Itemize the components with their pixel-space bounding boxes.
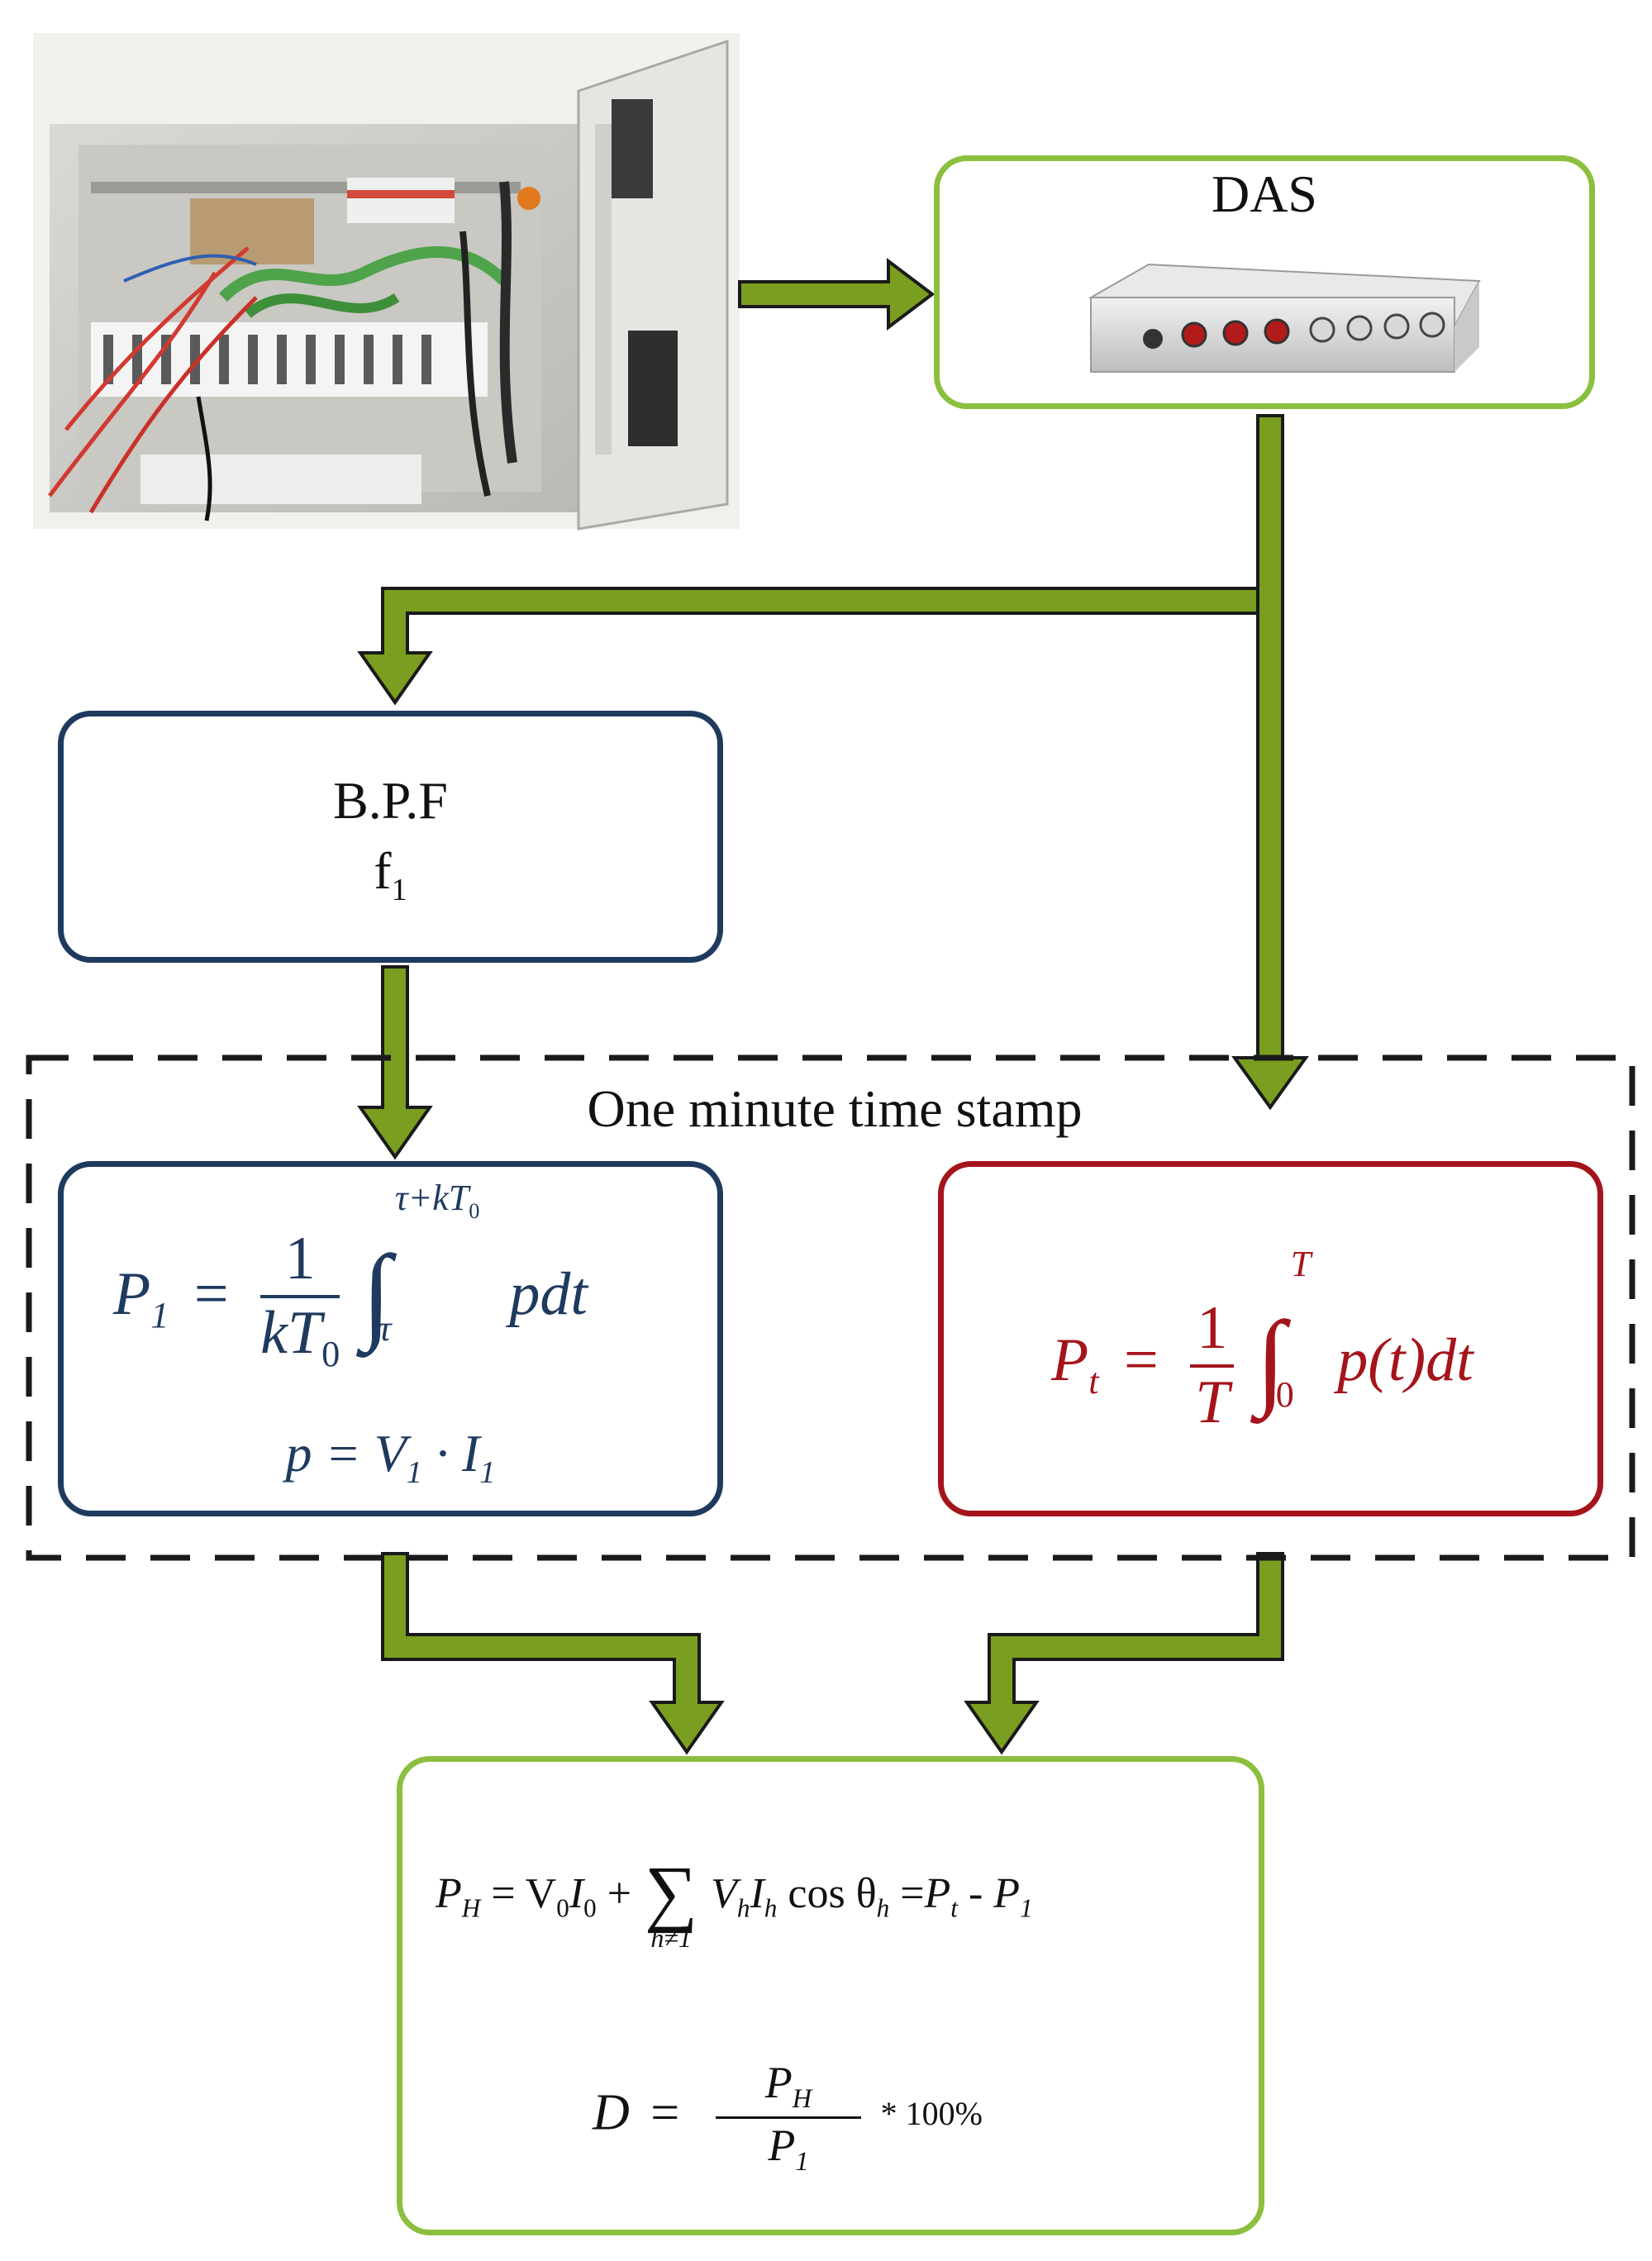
- pt-int-upper: T: [1290, 1244, 1312, 1284]
- d-num-sub: H: [792, 2083, 812, 2114]
- d-num: P: [764, 2058, 793, 2107]
- d-lhs: D: [593, 2084, 630, 2141]
- p1-box: P1 = 1 kT0 ∫ τ+kT0 τ pdt p = V1 · I1: [58, 1161, 723, 1516]
- bpf-f-sub: 1: [391, 872, 407, 907]
- ph-eq2: =: [900, 1870, 925, 1917]
- ph-minus: -: [968, 1870, 983, 1917]
- ph-ih: I: [750, 1870, 764, 1917]
- ph-i0: I: [569, 1870, 584, 1917]
- p1-frac-den: kT: [260, 1298, 322, 1367]
- p1-lhs: P: [113, 1260, 151, 1328]
- p1-line2-a: p = V: [285, 1424, 407, 1483]
- pt-int-lower: 0: [1275, 1374, 1294, 1415]
- ph-v0-sub: 0: [556, 1893, 569, 1923]
- ph-equation: PH = V0I0 + ∑ h≠1 VhIh cos θh =Pt - P1: [436, 1840, 1245, 1953]
- ph-vh-sub: h: [736, 1893, 750, 1923]
- result-box: PH = V0I0 + ∑ h≠1 VhIh cos θh =Pt - P1 D…: [397, 1756, 1264, 2235]
- das-title: DAS: [1211, 164, 1318, 223]
- p1-eq: =: [193, 1260, 229, 1328]
- ph-i0-sub: 0: [583, 1893, 597, 1923]
- time-stamp-region-border: [26, 1054, 1635, 1561]
- arrow-p1-to-result: [381, 1552, 725, 1755]
- p1-int-lower: τ: [378, 1308, 392, 1349]
- pt-lhs-sub: t: [1088, 1359, 1099, 1402]
- p1-integral: ∫: [361, 1234, 392, 1353]
- arrow-das-down: [1231, 414, 1309, 1111]
- ph-pt-sub: t: [950, 1893, 958, 1923]
- p1-frac-num: 1: [260, 1226, 340, 1298]
- pt-frac-den: T: [1195, 1368, 1230, 1437]
- pt-equation: Pt = 1 T ∫ T 0 p(t)dt: [1051, 1244, 1580, 1437]
- ph-cos: cos θ: [788, 1870, 877, 1917]
- pt-integrand: p(t)dt: [1337, 1326, 1473, 1394]
- bpf-box: B.P.F f1: [58, 711, 723, 963]
- arrow-bpf-to-p1: [357, 965, 433, 1160]
- p1-line2-sub1: 1: [406, 1454, 422, 1490]
- p1-lhs-sub: 1: [150, 1293, 169, 1335]
- time-stamp-label: One minute time stamp: [587, 1079, 1083, 1138]
- arrow-pt-to-result: [964, 1552, 1284, 1755]
- p1-line2-sub2: 1: [479, 1454, 496, 1490]
- p1-line2-mid: · I: [421, 1424, 480, 1483]
- pt-eq: =: [1124, 1326, 1159, 1394]
- pt-frac: 1 T: [1190, 1297, 1235, 1437]
- p1-frac-den-sub: 0: [321, 1332, 340, 1374]
- bpf-f: f: [374, 841, 392, 900]
- ph-plus: +: [607, 1870, 632, 1917]
- arrow-branch-to-bpf: [357, 587, 1259, 706]
- ph-pt: P: [924, 1870, 951, 1917]
- das-box: [934, 155, 1595, 409]
- p1-equation: P1 = 1 kT0 ∫ τ+kT0 τ pdt: [113, 1178, 692, 1374]
- electrical-panel-photo-icon: [33, 33, 740, 531]
- arrow-photo-to-das: [738, 257, 935, 331]
- d-eq: =: [650, 2084, 680, 2141]
- p1-integrand: pdt: [509, 1260, 588, 1328]
- p1-frac: 1 kT0: [260, 1226, 340, 1374]
- ph-p1-sub: 1: [1020, 1893, 1033, 1923]
- ph-lhs: P: [436, 1870, 462, 1917]
- ph-p1: P: [993, 1870, 1021, 1917]
- ph-v0: = V: [491, 1870, 557, 1917]
- das-device-icon: [1088, 263, 1481, 373]
- ph-cos-sub: h: [876, 1893, 890, 1923]
- bpf-line2: f1: [64, 840, 717, 908]
- d-den-sub: 1: [795, 2146, 809, 2177]
- d-den: P: [768, 2120, 796, 2170]
- pt-integral: ∫: [1255, 1300, 1286, 1419]
- d-frac: PH P1: [715, 2058, 862, 2177]
- ph-sum: ∑: [645, 1852, 698, 1934]
- ph-vh: V: [711, 1870, 737, 1917]
- ph-sum-sub: h≠1: [650, 1923, 692, 1953]
- bpf-line1: B.P.F: [333, 771, 448, 830]
- ph-lhs-sub: H: [461, 1893, 481, 1923]
- d-equation: D = PH P1 * 100%: [593, 2059, 1171, 2176]
- pt-frac-num: 1: [1190, 1297, 1235, 1368]
- pt-box: Pt = 1 T ∫ T 0 p(t)dt: [938, 1161, 1603, 1516]
- arrows: [357, 257, 1309, 1755]
- p1-int-upper: τ+kT0: [394, 1178, 480, 1223]
- d-tail: * 100%: [880, 2094, 983, 2132]
- p1-power-line: p = V1 · I1: [64, 1423, 717, 1491]
- ph-ih-sub: h: [764, 1893, 778, 1923]
- pt-lhs: P: [1051, 1326, 1089, 1394]
